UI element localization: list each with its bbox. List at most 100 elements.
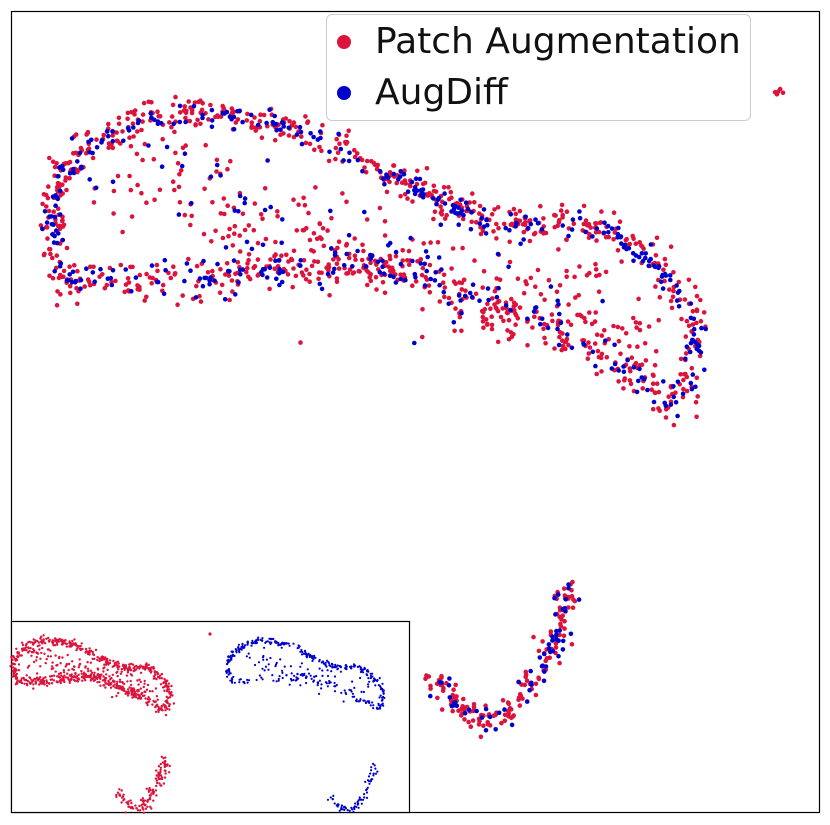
inset-point-augdiff <box>257 661 261 664</box>
point-patch-augmentation <box>653 253 659 258</box>
inset-point-patch-augmentation <box>142 685 145 689</box>
point-augdiff <box>238 272 243 277</box>
point-patch-augmentation <box>268 257 273 262</box>
point-augdiff <box>425 254 431 260</box>
inset-point-patch-augmentation <box>165 690 169 693</box>
point-augdiff <box>191 103 197 109</box>
inset-point-augdiff <box>320 683 323 686</box>
point-patch-augmentation <box>639 243 644 248</box>
point-patch-augmentation <box>406 248 412 254</box>
point-patch-augmentation <box>334 261 340 267</box>
point-patch-augmentation <box>198 299 204 304</box>
point-patch-augmentation <box>400 258 406 263</box>
inset-point-patch-augmentation <box>136 689 139 692</box>
point-augdiff <box>341 158 346 163</box>
point-augdiff <box>605 223 611 229</box>
point-patch-augmentation <box>169 114 175 119</box>
point-patch-augmentation <box>360 242 365 248</box>
point-augdiff <box>656 264 662 269</box>
point-augdiff <box>548 649 553 655</box>
point-augdiff <box>73 278 78 284</box>
inset-point-patch-augmentation <box>34 677 37 681</box>
point-patch-augmentation <box>481 723 486 728</box>
point-augdiff <box>481 207 487 212</box>
point-patch-augmentation <box>431 188 437 194</box>
inset-point-patch-augmentation <box>15 672 19 676</box>
point-patch-augmentation <box>506 317 512 323</box>
point-augdiff <box>264 275 270 280</box>
inset-point-augdiff <box>238 678 241 681</box>
point-patch-augmentation <box>202 186 207 192</box>
point-patch-augmentation <box>515 276 521 282</box>
point-augdiff <box>265 158 270 163</box>
point-augdiff <box>52 268 57 274</box>
inset-point-patch-augmentation <box>39 665 42 668</box>
point-patch-augmentation <box>61 274 66 280</box>
inset-point-augdiff <box>342 700 345 703</box>
inset-point-augdiff <box>365 788 368 792</box>
point-patch-augmentation <box>662 256 668 262</box>
point-augdiff <box>214 162 220 168</box>
inset-point-augdiff <box>330 670 333 673</box>
point-patch-augmentation <box>235 260 241 265</box>
inset-point-patch-augmentation <box>65 662 69 666</box>
inset-point-patch-augmentation <box>172 702 176 705</box>
inset-point-augdiff <box>331 798 334 801</box>
point-patch-augmentation <box>331 257 336 262</box>
point-patch-augmentation <box>698 318 704 324</box>
inset-point-patch-augmentation <box>151 690 154 693</box>
inset-point-patch-augmentation <box>88 647 91 650</box>
point-patch-augmentation <box>155 268 160 274</box>
point-patch-augmentation <box>329 215 334 221</box>
point-patch-augmentation <box>55 289 60 294</box>
inset-point-patch-augmentation <box>166 700 169 703</box>
inset-point-augdiff <box>327 661 330 665</box>
point-patch-augmentation <box>320 122 325 128</box>
legend-item-augdiff: AugDiff <box>327 68 508 118</box>
point-patch-augmentation <box>286 133 292 138</box>
point-augdiff <box>193 295 199 300</box>
inset-point-augdiff <box>379 686 382 689</box>
point-patch-augmentation <box>135 129 140 134</box>
point-augdiff <box>496 710 502 716</box>
point-augdiff <box>249 246 255 252</box>
point-patch-augmentation <box>50 159 56 164</box>
point-augdiff <box>557 628 562 633</box>
inset-point-augdiff <box>328 682 331 685</box>
point-patch-augmentation <box>557 334 562 340</box>
point-augdiff <box>75 159 80 164</box>
point-patch-augmentation <box>369 158 374 164</box>
inset-point-augdiff <box>293 674 296 677</box>
point-augdiff <box>385 175 391 180</box>
point-augdiff <box>393 280 399 285</box>
point-patch-augmentation <box>272 266 278 272</box>
point-augdiff <box>412 191 418 197</box>
point-patch-augmentation <box>549 312 555 317</box>
point-patch-augmentation <box>473 220 479 225</box>
inset-point-patch-augmentation <box>102 670 105 673</box>
point-patch-augmentation <box>449 266 454 271</box>
inset-point-patch-augmentation <box>135 807 138 810</box>
point-patch-augmentation <box>246 252 252 257</box>
point-augdiff <box>93 185 99 191</box>
point-patch-augmentation <box>54 303 60 308</box>
inset-point-augdiff <box>325 665 328 668</box>
inset-point-patch-augmentation <box>119 672 123 675</box>
point-patch-augmentation <box>173 94 178 100</box>
point-patch-augmentation <box>140 112 146 117</box>
point-patch-augmentation <box>652 362 658 368</box>
inset-point-patch-augmentation <box>120 801 123 804</box>
point-augdiff <box>557 311 562 317</box>
inset-point-patch-augmentation <box>163 689 166 692</box>
point-patch-augmentation <box>505 328 510 333</box>
inset-point-patch-augmentation <box>159 683 163 686</box>
inset-point-patch-augmentation <box>136 809 140 812</box>
point-patch-augmentation <box>525 343 530 348</box>
point-augdiff <box>529 680 534 686</box>
inset-point-augdiff <box>231 650 234 654</box>
inset-point-patch-augmentation <box>48 675 52 678</box>
inset-point-augdiff <box>369 672 372 675</box>
point-patch-augmentation <box>229 278 235 283</box>
point-patch-augmentation <box>531 231 537 237</box>
legend: Patch Augmentation AugDiff <box>326 14 751 121</box>
